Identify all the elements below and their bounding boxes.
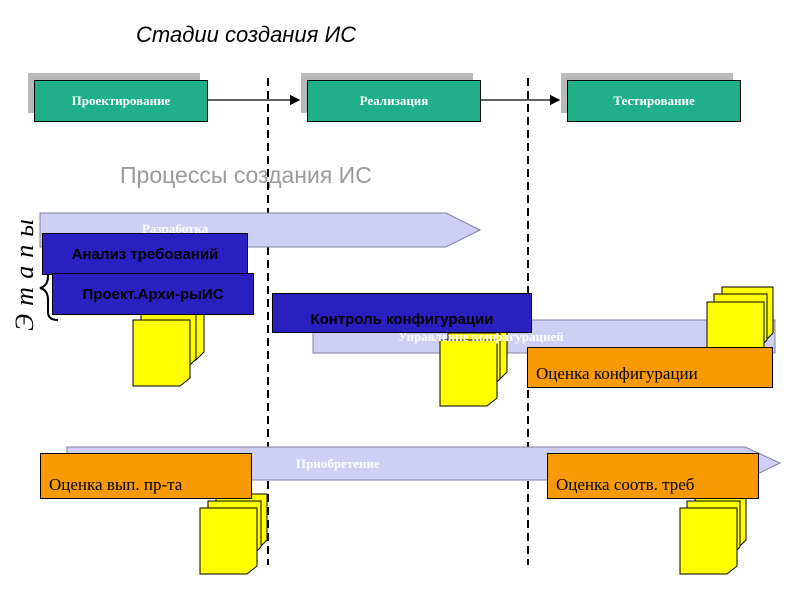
box-architecture-design[interactable]: Проект.Архи-рыИС <box>52 273 254 315</box>
document-stack-5 <box>679 493 747 575</box>
box-requirements-analysis[interactable]: Анализ требований <box>42 233 248 275</box>
stage-implementation-label: Реализация <box>359 93 429 108</box>
stages-title: Стадии создания ИС <box>136 22 357 47</box>
box-configuration-assessment-label: Оценка конфигурации <box>536 364 698 383</box>
box-product-assessment[interactable]: Оценка вып. пр-та <box>40 453 252 499</box>
box-requirements-compliance-label: Оценка соотв. треб <box>556 475 695 494</box>
document-stack-1 <box>132 305 205 387</box>
stage-testing-label: Тестирование <box>613 93 695 108</box>
band-development-label: Разработка <box>142 221 209 236</box>
stage-design-box[interactable]: Проектирование <box>34 80 208 122</box>
vertical-stages-label: Этапы <box>10 211 39 331</box>
box-configuration-control[interactable]: Контроль конфигурации <box>272 293 532 333</box>
stage-testing-box[interactable]: Тестирование <box>567 80 741 122</box>
box-architecture-design-label: Проект.Архи-рыИС <box>82 285 224 303</box>
box-configuration-assessment[interactable]: Оценка конфигурации <box>527 347 773 388</box>
box-product-assessment-label: Оценка вып. пр-та <box>49 475 183 494</box>
processes-title: Процессы создания ИС <box>120 162 372 188</box>
document-stack-4 <box>199 493 268 575</box>
document-stack-2 <box>439 325 508 407</box>
band-acquisition-label: Приобретение <box>296 456 380 471</box>
stage-design-label: Проектирование <box>71 93 171 108</box>
stage-implementation-box[interactable]: Реализация <box>307 80 481 122</box>
box-requirements-analysis-label: Анализ требований <box>71 245 219 263</box>
box-configuration-control-label: Контроль конфигурации <box>310 311 494 328</box>
box-requirements-compliance[interactable]: Оценка соотв. треб <box>547 453 759 499</box>
